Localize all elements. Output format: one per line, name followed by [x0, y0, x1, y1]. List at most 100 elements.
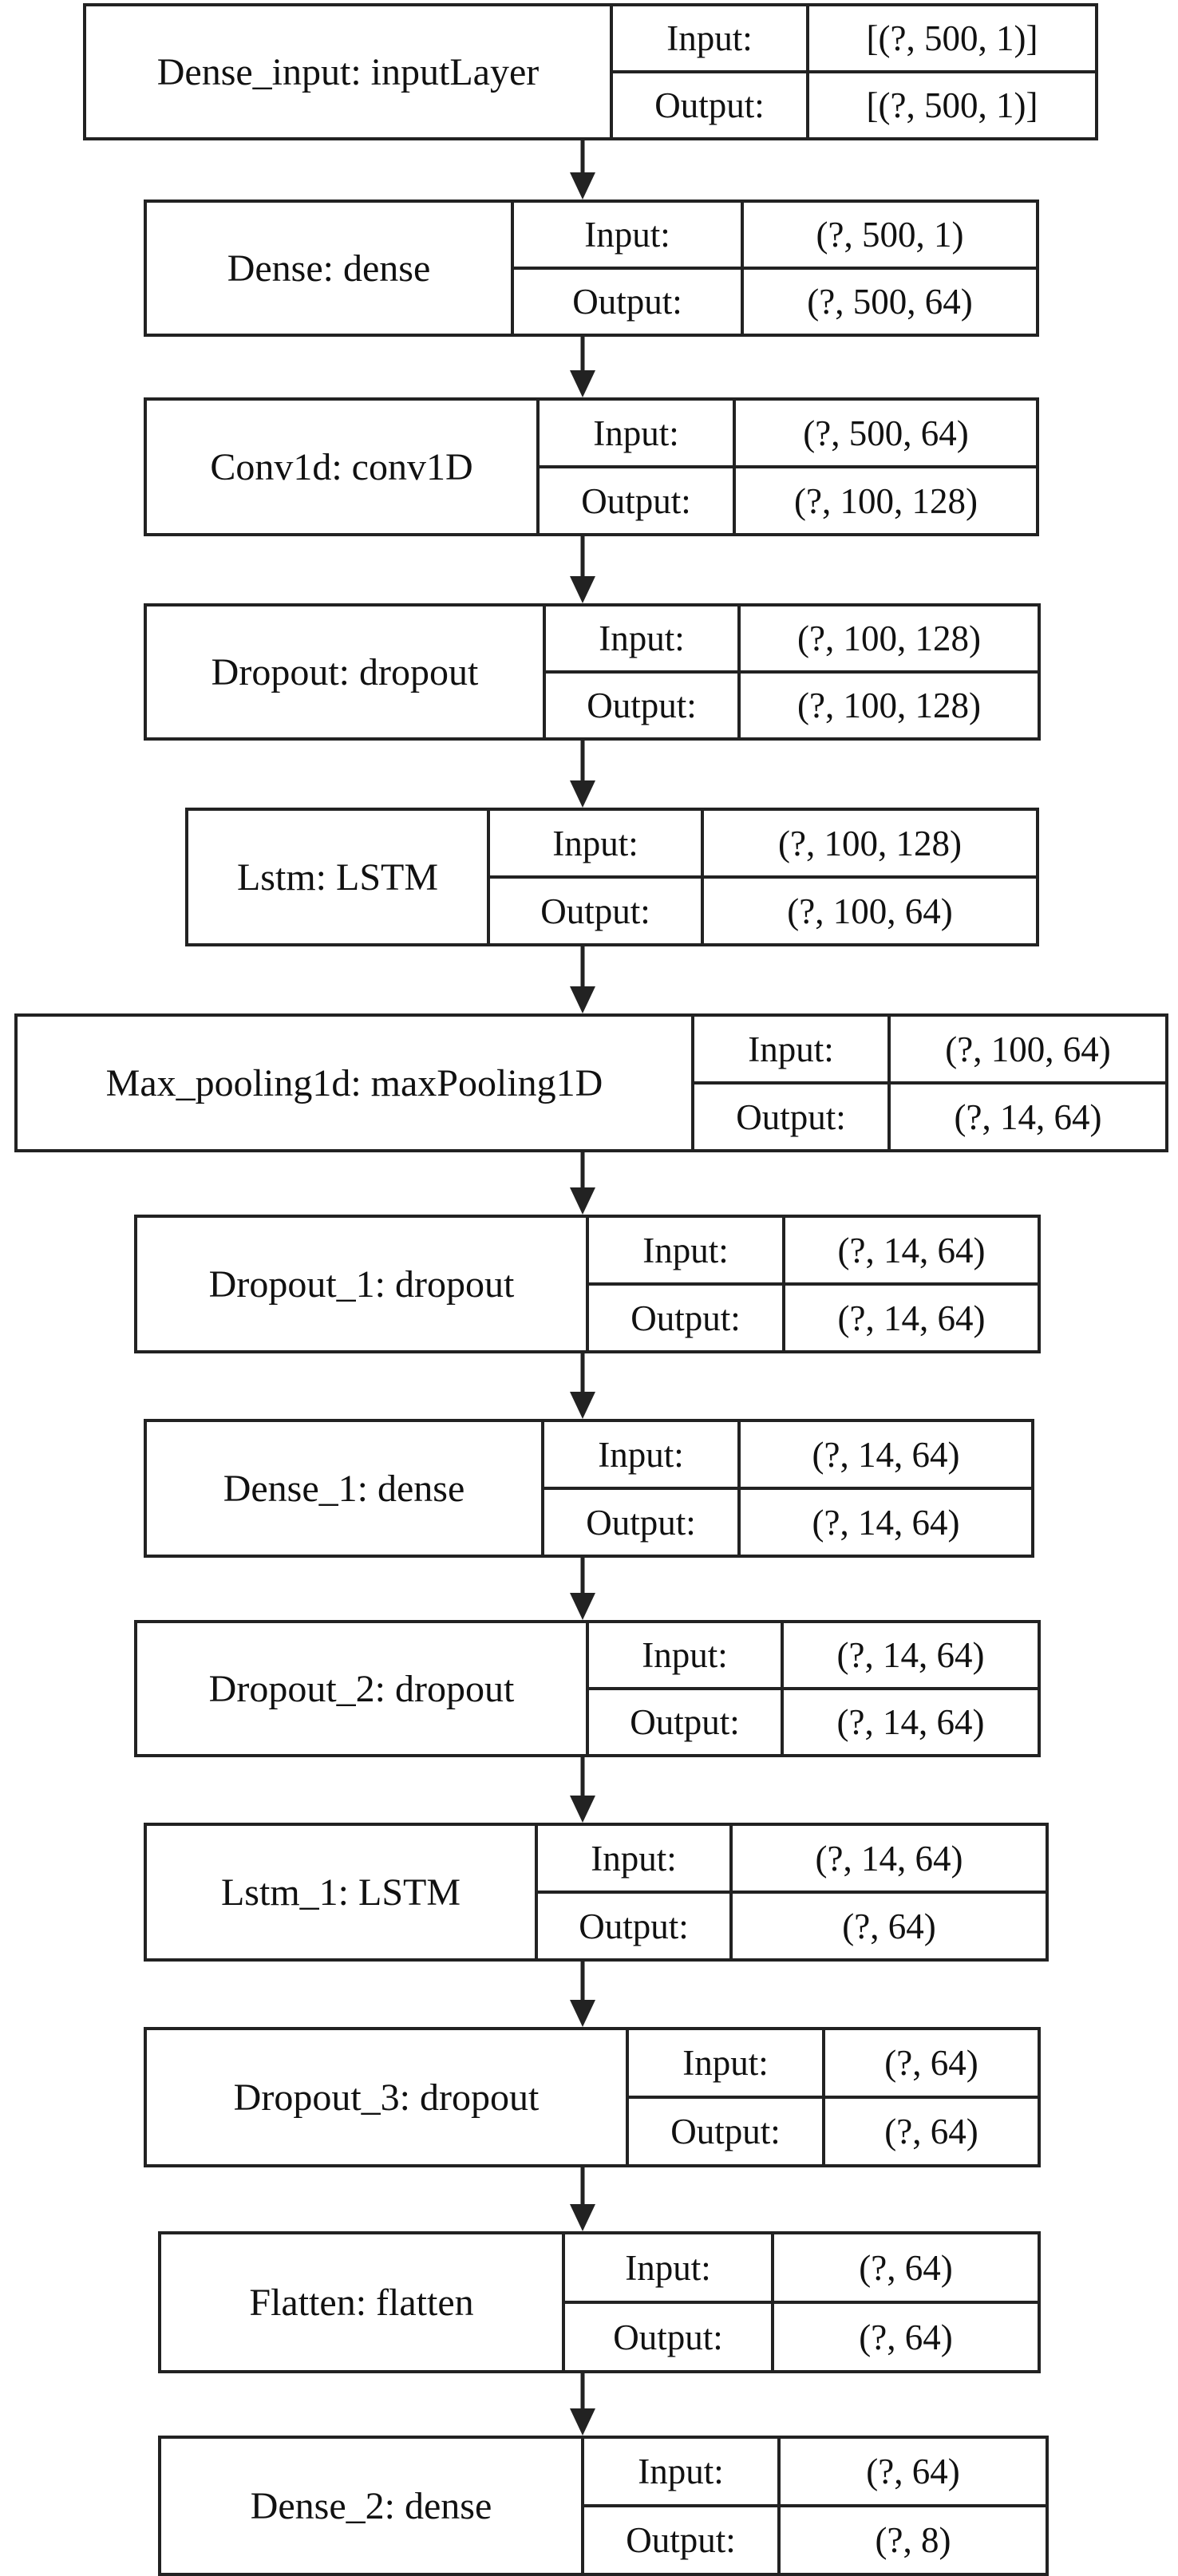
arrow-down-icon — [570, 172, 595, 200]
layer-name: Max_pooling1d: maxPooling1D — [18, 1017, 694, 1149]
input-row: Input: (?, 14, 64) — [589, 1623, 1038, 1687]
output-label: Output: — [538, 1894, 733, 1958]
output-row: Output:(?, 14, 64) — [544, 1487, 1031, 1555]
output-shape: (?, 500, 64) — [807, 282, 973, 322]
layer-io-table: Input:[(?, 500, 1)]Output:[(?, 500, 1)] — [613, 6, 1095, 137]
arrow-down-icon — [570, 1187, 595, 1215]
layer-io-table: Input: (?, 64) Output:(?, 64) — [565, 2234, 1038, 2370]
layer-name: Conv1d: conv1D — [147, 401, 540, 533]
input-label: Input: — [540, 401, 736, 465]
output-shape: [(?, 500, 1)] — [866, 85, 1038, 125]
layer-io-table: Input:(?, 500, 1)Output:(?, 500, 64) — [514, 203, 1036, 334]
input-shape: (?, 100, 128) — [797, 618, 981, 658]
input-label: Input: — [589, 1218, 785, 1282]
output-row: Output: (?, 100, 128) — [540, 465, 1036, 533]
output-shape: (?, 14, 64) — [812, 1502, 960, 1543]
layer-name: Dropout_2: dropout — [137, 1623, 589, 1754]
output-shape: (?, 100, 128) — [797, 685, 981, 725]
layer-name: Dense: dense — [147, 203, 514, 334]
output-row: Output:(?, 64) — [565, 2301, 1038, 2370]
output-label: Output: — [490, 879, 704, 943]
layer-name: Lstm_1: LSTM — [147, 1826, 538, 1958]
output-row: Output:(?, 500, 64) — [514, 267, 1036, 334]
output-shape: (?, 64) — [842, 1906, 936, 1946]
output-label: Output: — [589, 1286, 785, 1350]
output-row: Output:(?, 64) — [629, 2096, 1038, 2164]
arrow-down-icon — [570, 780, 595, 808]
output-label: Output: — [540, 468, 736, 533]
output-shape: (?, 100, 128) — [794, 480, 978, 521]
input-shape: [(?, 500, 1)] — [866, 18, 1038, 58]
connector-arrow — [570, 536, 595, 603]
layer-name: Dropout_1: dropout — [137, 1218, 589, 1350]
input-row: Input: (?, 100, 128) — [546, 606, 1038, 670]
input-shape: (?, 14, 64) — [836, 1635, 985, 1675]
connector-arrow — [570, 741, 595, 808]
input-shape: (?, 14, 64) — [812, 1434, 960, 1475]
arrow-down-icon — [570, 986, 595, 1013]
arrow-down-icon — [570, 1593, 595, 1620]
input-shape: (?, 100, 64) — [945, 1029, 1111, 1069]
connector-arrow — [570, 337, 595, 397]
layer-io-table: Input: (?, 100, 64) Output:(?, 14, 64) — [694, 1017, 1165, 1149]
connector-arrow — [570, 2167, 595, 2231]
output-row: Output: (?, 64) — [538, 1891, 1046, 1958]
arrow-down-icon — [570, 370, 595, 397]
input-label: Input: — [584, 2439, 781, 2504]
layer-io-table: Input:(?, 100, 128)Output:(?, 100, 64) — [490, 811, 1036, 943]
output-label: Output: — [565, 2304, 774, 2370]
input-shape: (?, 64) — [859, 2247, 953, 2288]
input-label: Input: — [694, 1017, 891, 1081]
input-row: Input: (?, 14, 64) — [538, 1826, 1046, 1891]
output-row: Output:[(?, 500, 1)] — [613, 70, 1095, 137]
input-row: Input:(?, 500, 1) — [514, 203, 1036, 267]
layer-io-table: Input: (?, 14, 64) Output: (?, 64) — [538, 1826, 1046, 1958]
layer-io-table: Input:(?, 14, 64)Output:(?, 14, 64) — [544, 1422, 1031, 1555]
input-label: Input: — [565, 2234, 774, 2301]
input-label: Input: — [613, 6, 809, 70]
input-label: Input: — [546, 606, 741, 670]
layer-name: Dropout: dropout — [147, 606, 546, 737]
input-shape: (?, 14, 64) — [837, 1230, 986, 1270]
output-row: Output: (?, 100, 64) — [490, 875, 1036, 943]
output-shape: (?, 64) — [884, 2112, 978, 2151]
input-shape: (?, 64) — [884, 2043, 978, 2083]
layer-io-table: Input:(?, 64)Output:(?, 8) — [584, 2439, 1046, 2573]
connector-arrow — [570, 140, 595, 200]
connector-arrow — [570, 1962, 595, 2027]
layer-name: Dense_1: dense — [147, 1422, 544, 1555]
connector-arrow — [570, 1558, 595, 1620]
input-shape: (?, 500, 64) — [803, 413, 969, 453]
arrow-down-icon — [570, 2204, 595, 2231]
input-row: Input:(?, 14, 64) — [544, 1422, 1031, 1487]
output-row: Output:(?, 14, 64) — [694, 1081, 1165, 1149]
output-row: Output: (?, 14, 64) — [589, 1687, 1038, 1754]
output-shape: (?, 14, 64) — [836, 1702, 985, 1742]
input-shape: (?, 14, 64) — [815, 1838, 963, 1879]
layer-name: Dense_input: inputLayer — [86, 6, 613, 137]
input-row: Input: (?, 64) — [565, 2234, 1038, 2301]
output-label: Output: — [694, 1085, 891, 1149]
input-label: Input: — [629, 2030, 825, 2096]
arrow-down-icon — [570, 1796, 595, 1823]
output-shape: (?, 100, 64) — [787, 891, 953, 931]
output-label: Output: — [589, 1690, 784, 1754]
input-label: Input: — [538, 1826, 733, 1891]
connector-arrow — [570, 946, 595, 1013]
arrow-down-icon — [570, 576, 595, 603]
arrow-down-icon — [570, 1392, 595, 1419]
input-label: Input: — [589, 1623, 784, 1687]
arrow-down-icon — [570, 2000, 595, 2027]
